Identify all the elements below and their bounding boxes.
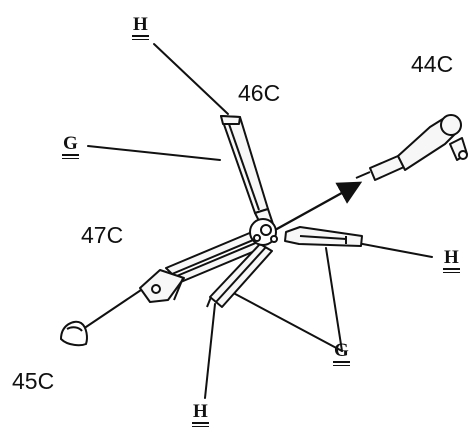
label-part-47c: 47C	[81, 222, 124, 248]
label-h-top: H	[132, 14, 149, 40]
leader-lines	[82, 43, 433, 399]
label-g-bottom: G	[333, 340, 350, 366]
lower-right-arm	[206, 243, 273, 308]
lower-arm-47c	[139, 231, 263, 303]
assembly-arrow	[274, 181, 363, 232]
label-part-46c: 46C	[238, 80, 281, 106]
leader-h-bottom	[204, 303, 216, 399]
leader-g-bottom-a	[325, 247, 343, 352]
central-hub	[249, 218, 278, 246]
label-g-left: G	[62, 133, 79, 159]
label-h-right: H	[443, 247, 460, 273]
leader-g-left	[87, 145, 221, 161]
leader-g-bottom-b	[223, 287, 343, 352]
leader-h-right	[351, 241, 433, 258]
upper-arm-46c	[220, 115, 274, 228]
label-part-44c: 44C	[411, 51, 454, 77]
label-part-45c: 45C	[12, 368, 55, 394]
right-arm	[284, 226, 363, 247]
connector-44c	[355, 114, 468, 181]
label-h-bottom: H	[192, 401, 209, 427]
cap-45c	[59, 320, 88, 347]
leader-45c	[82, 287, 145, 330]
leader-h-top	[153, 43, 229, 115]
